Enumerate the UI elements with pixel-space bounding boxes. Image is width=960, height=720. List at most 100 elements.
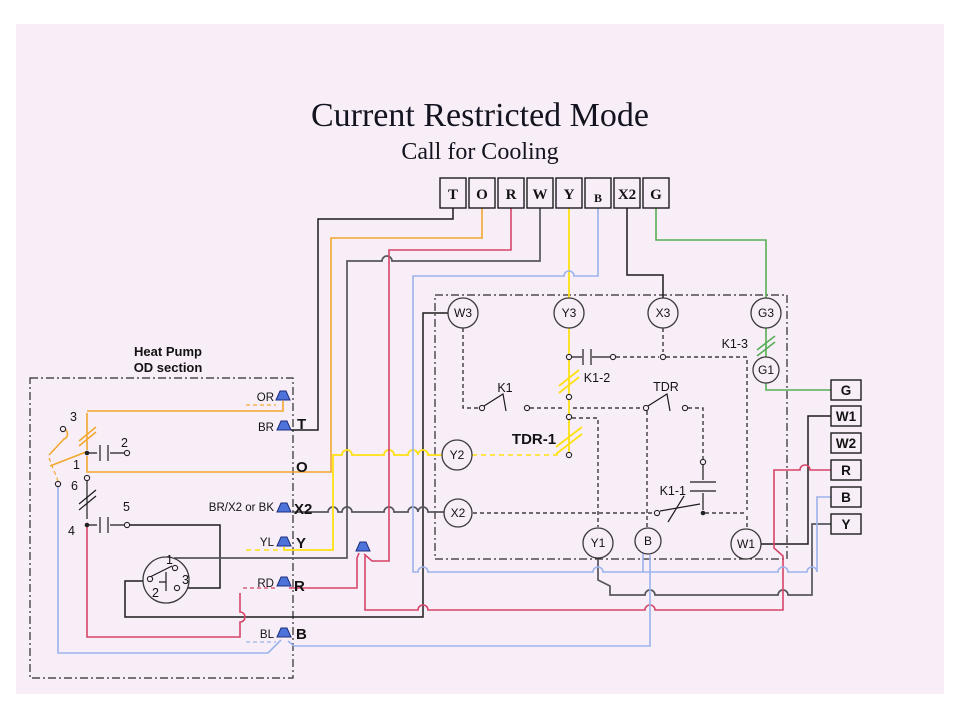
node-label-x3: X3 [656,306,671,320]
wire-mid-flag-to-rd-flag [289,552,360,589]
heat-pump-section-border [29,377,294,679]
terminal-label-b: B [594,191,602,205]
node-label-y2: Y2 [450,448,465,462]
contact6-open-terminal [83,474,91,482]
x3-row-junction [659,353,667,361]
contact2-open-terminal [123,449,131,457]
contact5-open-terminal [123,521,131,529]
yellow-junction-lower [565,413,573,421]
node-y1 [582,527,614,559]
wire-w-to-rotary1 [174,208,541,565]
terminal-box-b [584,177,612,209]
right-label-b: B [841,490,851,505]
bl-connector-flag-icon [276,627,292,638]
right-terminal-strip: G W1 W2 R B Y [830,379,862,535]
terminal-box-g [642,177,670,209]
terminal-box-o [468,177,496,209]
node-label-b: B [644,534,652,548]
wire-b-to-b-terminal [412,208,831,573]
contact4-junction [84,522,90,528]
rotary-label-2: 2 [152,586,159,600]
wire-r-bottom-to-r-terminal [364,464,831,611]
right-box-g [830,379,862,401]
dashed-x3-row-to-right [666,356,748,510]
wire-yl-flag-to-y2-node [283,449,442,551]
right-label-r: R [841,463,851,478]
k12-left-terminal [565,353,573,361]
node-label-x2: X2 [451,506,466,520]
wire-label-br: BR [258,422,274,434]
tdr-right-terminal [681,404,689,412]
page-subtitle: Call for Cooling [401,139,558,165]
terminal-label-g: G [650,187,662,203]
k11-contact-arm [659,495,701,523]
control-section-border [434,294,788,560]
hp-terminal-b: B [296,626,307,643]
rotary-terminal-1-dot [171,564,179,572]
tdr-left-terminal [642,404,650,412]
node-g3 [750,297,782,329]
hp-terminal-t: T [297,416,306,433]
terminal-box-x2 [613,177,641,209]
switch-arm [49,451,87,467]
wire-g-to-g3 [655,208,767,298]
tdr-contact-arm [647,393,671,412]
page-title: Current Restricted Mode [311,97,649,134]
hp-terminal-o: O [296,459,308,476]
tdr1-energized-slashes [555,426,583,455]
wire-g1-to-g-terminal [765,383,831,391]
k11-right-junction [700,510,706,516]
label-tdr-1: TDR-1 [512,431,556,448]
wire-t-to-br [291,208,454,431]
node-label-w3: W3 [454,306,472,320]
wire-bl-flag-to-b-node [287,555,651,647]
k13-slash-marks [756,335,776,357]
dashed-junction-to-y1-node [572,417,599,527]
node-x3 [647,297,679,329]
node-label-y1: Y1 [591,536,606,550]
k1-contact-arm [483,393,507,412]
contact-label-1: 1 [73,458,80,472]
heat-pump-label-line1: Heat Pump [134,344,202,359]
wire-w3-to-rotary2 [124,312,448,618]
wire-switch-pivot-to-bl-flag [57,486,282,654]
terminal-box-r [497,177,525,209]
k12-energized-slashes [558,369,580,394]
contact-label-3: 3 [70,410,77,424]
node-label-w1: W1 [737,537,755,551]
rotary-terminal-3-dot [173,584,181,592]
heat-pump-label-line2: OD section [134,360,203,375]
right-label-y: Y [841,517,850,532]
k12-contact-plates [572,349,610,365]
node-b [634,527,662,555]
right-box-r [830,459,862,481]
rotary-terminal-2-dot [146,575,154,583]
hp-terminal-r: R [294,578,305,595]
wire-label-bl: BL [260,629,275,641]
right-box-w2 [830,432,862,454]
rotary-switch-arm [149,565,173,591]
wire-contact4-to-rd [86,525,246,638]
terminal-box-w [526,177,554,209]
wire-x2-flag-to-x2-node [292,506,444,513]
wire-label-yl: YL [260,537,275,549]
node-w1 [730,528,762,560]
terminal-label-r: R [506,187,517,203]
or-connector-flag-icon [275,390,291,401]
rotary-label-1: 1 [166,553,173,567]
contact1-junction [84,450,90,456]
terminal-label-o: O [476,187,488,203]
hp-terminal-x2: X2 [294,501,312,518]
wire-r-to-mid-flag [363,208,512,562]
br-connector-flag-icon [276,420,292,431]
wire-contact3-to-or-flag [87,401,284,412]
wire-label-brx2: BR/X2 or BK [209,502,275,514]
node-label-g1: G1 [758,363,774,377]
arm-hook-terminal [59,425,67,433]
contact-label-2: 2 [121,436,128,450]
terminal-box-t [439,177,467,209]
wire-y1-node-to-y-terminal [597,523,831,596]
node-w3 [447,297,479,329]
rotary-label-3: 3 [182,573,189,587]
